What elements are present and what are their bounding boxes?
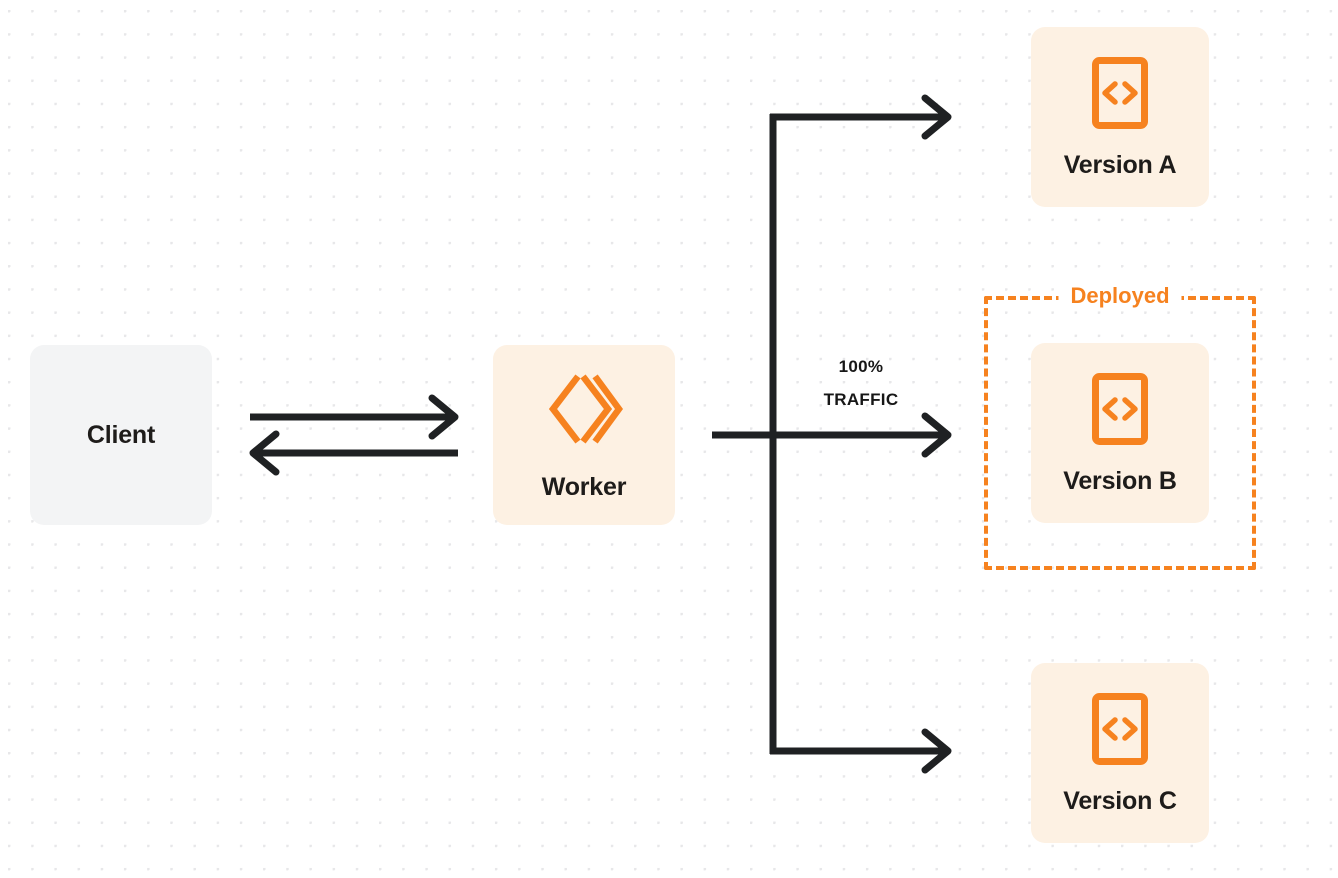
node-client[interactable]: Client <box>30 345 212 525</box>
arrow-to-version-c <box>770 728 952 774</box>
deployed-group-label: Deployed <box>1058 282 1182 310</box>
code-file-icon <box>1091 56 1149 135</box>
code-file-icon <box>1091 372 1149 451</box>
node-worker[interactable]: Worker <box>493 345 675 525</box>
cloudflare-workers-logo-icon <box>545 370 624 453</box>
traffic-unit: TRAFFIC <box>823 390 899 410</box>
node-version-c-label: Version C <box>1063 787 1177 815</box>
node-version-a-label: Version A <box>1063 151 1177 179</box>
node-client-label: Client <box>86 420 156 449</box>
arrow-to-version-b <box>712 412 952 458</box>
arrow-worker-to-client <box>249 430 458 476</box>
traffic-percent: 100% <box>838 357 884 376</box>
node-version-c[interactable]: Version C <box>1031 663 1209 843</box>
deployed-group: Deployed <box>984 282 1256 570</box>
node-version-a[interactable]: Version A <box>1031 27 1209 207</box>
node-version-b[interactable]: Version B <box>1031 343 1209 523</box>
traffic-label: 100% TRAFFIC <box>790 350 932 416</box>
node-worker-label: Worker <box>541 473 627 501</box>
arrow-to-version-a <box>770 94 952 140</box>
node-version-b-label: Version B <box>1063 467 1177 495</box>
code-file-icon <box>1091 692 1149 771</box>
arrow-client-to-worker <box>250 394 459 440</box>
